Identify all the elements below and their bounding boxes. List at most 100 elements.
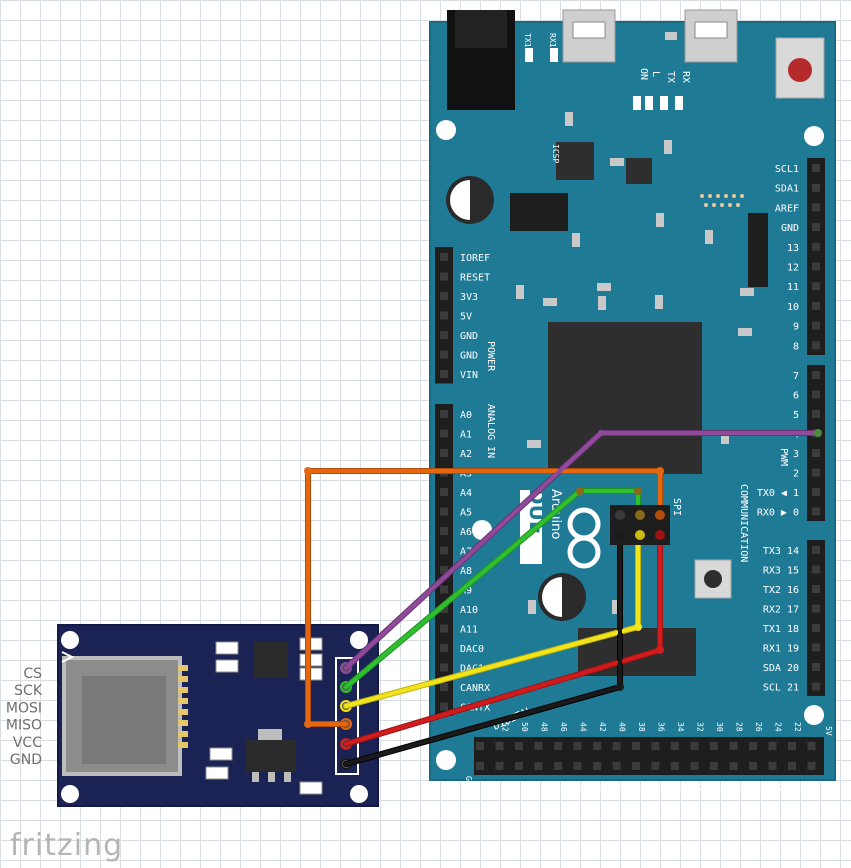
comm-pin [812,643,820,652]
digital-top-label: 30 [715,722,724,732]
analog-pin [440,585,448,594]
comm-pin-label: SDA 20 [763,663,799,674]
digital-high-pin [812,282,820,291]
pwm-pin [812,488,820,496]
mounting-hole-icon [436,120,456,140]
digital-top-label: 42 [598,722,607,732]
module-pin-label: GND [10,752,42,768]
comm-pin [812,546,820,554]
comm-pin-label: RX2 17 [763,605,799,616]
digital-top-label: 48 [540,722,549,732]
power-pin [440,370,448,378]
analog-pin-label: A8 [460,566,472,577]
pwm-pin [812,410,820,418]
tx1-led-label: TX1 [523,33,532,48]
comm-pin-label: TX2 16 [763,585,799,596]
digital-high-pin-label: 9 [793,322,799,333]
digital-top-label: 24 [774,722,783,732]
power-pin-label: GND [460,331,478,342]
digital-pin [495,742,504,750]
digital-top-label: 36 [657,722,666,732]
analog-pin [440,683,448,691]
digital-high-pin-label: SDA1 [775,184,799,195]
analog-pin [440,663,448,672]
digital-high-pin [812,242,820,251]
l-led-label: L [650,71,661,77]
analog-pin [440,702,448,711]
due-logo-box [520,490,542,564]
arduino-infinity-logo-icon [567,507,601,569]
digital-high-pin [812,183,820,192]
digital-bottom-label: 29 [734,782,743,792]
comm-pin [812,565,820,574]
digital-high-pin-label: SCL1 [775,164,799,175]
comm-pin [812,682,820,691]
digital-high-pin [812,203,820,212]
digital-pin [632,762,640,770]
module-pin-label: CS [23,666,42,682]
pwm-pin-label: 2 [793,469,799,480]
digital-pin [690,762,699,770]
digital-pin [768,742,777,750]
analog-pin-label: A10 [460,605,478,616]
pwm-pin-label: RX0 ▶ 0 [757,508,799,519]
power-title: POWER [485,341,496,372]
pwm-pin-label: TX0 ◀ 1 [757,488,799,499]
on-led-label: ON [638,68,649,80]
module-pin-header [335,657,359,775]
digital-pin [573,742,582,750]
icsp-header [510,193,568,231]
analog-pin-label: A2 [460,449,472,460]
analog-pin-label: A9 [460,586,472,597]
digital-high-header-body [807,158,825,355]
mounting-hole-icon [804,126,824,146]
digital-bottom-label: 25 [773,782,782,792]
comm-pin-label: RX3 15 [763,566,799,577]
fritzing-logo: fritzing [10,828,124,863]
mounting-hole-icon [804,705,824,725]
power-pin-label: GND [460,351,478,362]
mounting-hole-icon [350,785,368,803]
power-pin [440,292,448,300]
analog-pin [440,546,448,555]
wire-bend-points [304,429,822,728]
digital-pin [690,742,699,750]
analog-pin-label: A7 [460,547,472,558]
analog-pin [440,566,448,574]
digital-pin [554,742,562,750]
analog-pin [440,605,448,613]
power-pin [440,311,448,320]
mounting-hole-icon [436,750,456,770]
digital-pin [632,742,640,750]
digital-pin [671,762,679,770]
digital-top-label: 50 [520,722,529,732]
main-mcu-chip [548,322,702,474]
digital-high-pin-label: AREF [775,203,799,214]
digital-top-label: 28 [735,722,744,732]
analog-pin [440,429,448,438]
digital-pin [534,762,543,770]
comm-header-body [807,540,825,696]
power-pin-label: 5V [460,312,472,323]
digital-bottom-label: 27 [754,782,763,792]
analog-pin-label: A4 [460,488,472,499]
module-pin-label: SCK [14,683,43,699]
digital-high-pin [812,341,820,350]
spi-header [610,505,670,545]
module-pin-label: VCC [13,735,42,751]
digital-5v-label: 5V [824,726,833,736]
power-pin-label: RESET [460,273,490,284]
icsp-label: ICSP [551,144,560,163]
digital-pin [729,742,738,750]
digital-pin [788,742,796,750]
analog-pin [440,527,448,535]
digital-pin [710,742,718,750]
digital-pin [807,762,816,770]
regulator-chip [246,740,296,772]
digital-high-pin [812,321,820,330]
digital-bottom-label: 41 [617,782,626,792]
digital-top-label: 38 [637,722,646,732]
digital-pin [651,762,660,770]
pwm-header-body [807,365,825,521]
